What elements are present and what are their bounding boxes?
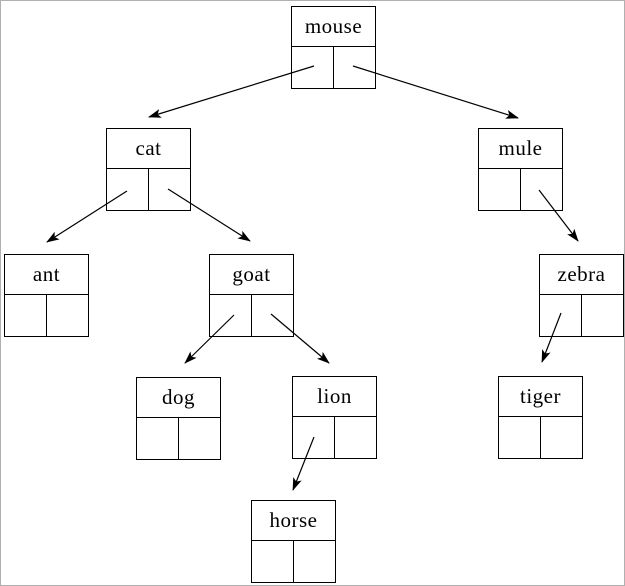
right-pointer-cell-tiger	[541, 417, 583, 458]
left-pointer-cell-ant	[5, 295, 47, 336]
node-label-cat: cat	[107, 129, 190, 169]
right-pointer-cell-dog	[179, 418, 221, 459]
node-label-goat: goat	[210, 255, 293, 295]
right-pointer-cell-ant	[47, 295, 89, 336]
right-pointer-cell-zebra	[582, 295, 624, 336]
left-pointer-cell-dog	[137, 418, 179, 459]
left-pointer-cell-mouse	[292, 47, 334, 88]
right-pointer-cell-horse	[294, 541, 336, 582]
tree-node-ant: ant	[4, 254, 89, 337]
tree-node-lion: lion	[292, 376, 377, 459]
node-label-mule: mule	[479, 129, 562, 169]
tree-node-cat: cat	[106, 128, 191, 211]
tree-node-zebra: zebra	[539, 254, 624, 337]
node-label-ant: ant	[5, 255, 88, 295]
left-pointer-cell-lion	[293, 417, 335, 458]
tree-node-horse: horse	[251, 500, 336, 583]
node-label-mouse: mouse	[292, 7, 375, 47]
node-label-tiger: tiger	[499, 377, 582, 417]
node-label-zebra: zebra	[540, 255, 623, 295]
left-pointer-cell-cat	[107, 169, 149, 210]
right-pointer-cell-lion	[335, 417, 377, 458]
right-pointer-cell-mule	[521, 169, 563, 210]
node-label-lion: lion	[293, 377, 376, 417]
left-pointer-cell-zebra	[540, 295, 582, 336]
left-pointer-cell-mule	[479, 169, 521, 210]
tree-node-mule: mule	[478, 128, 563, 211]
left-pointer-cell-goat	[210, 295, 252, 336]
node-label-horse: horse	[252, 501, 335, 541]
left-pointer-cell-horse	[252, 541, 294, 582]
edge-mouse-left-to-cat	[148, 65, 315, 118]
right-pointer-cell-goat	[252, 295, 294, 336]
node-label-dog: dog	[137, 378, 220, 418]
tree-node-goat: goat	[209, 254, 294, 337]
left-pointer-cell-tiger	[499, 417, 541, 458]
right-pointer-cell-mouse	[334, 47, 376, 88]
edge-mouse-right-to-mule	[352, 65, 519, 119]
right-pointer-cell-cat	[149, 169, 191, 210]
tree-node-tiger: tiger	[498, 376, 583, 459]
tree-node-mouse: mouse	[291, 6, 376, 89]
tree-node-dog: dog	[136, 377, 221, 460]
